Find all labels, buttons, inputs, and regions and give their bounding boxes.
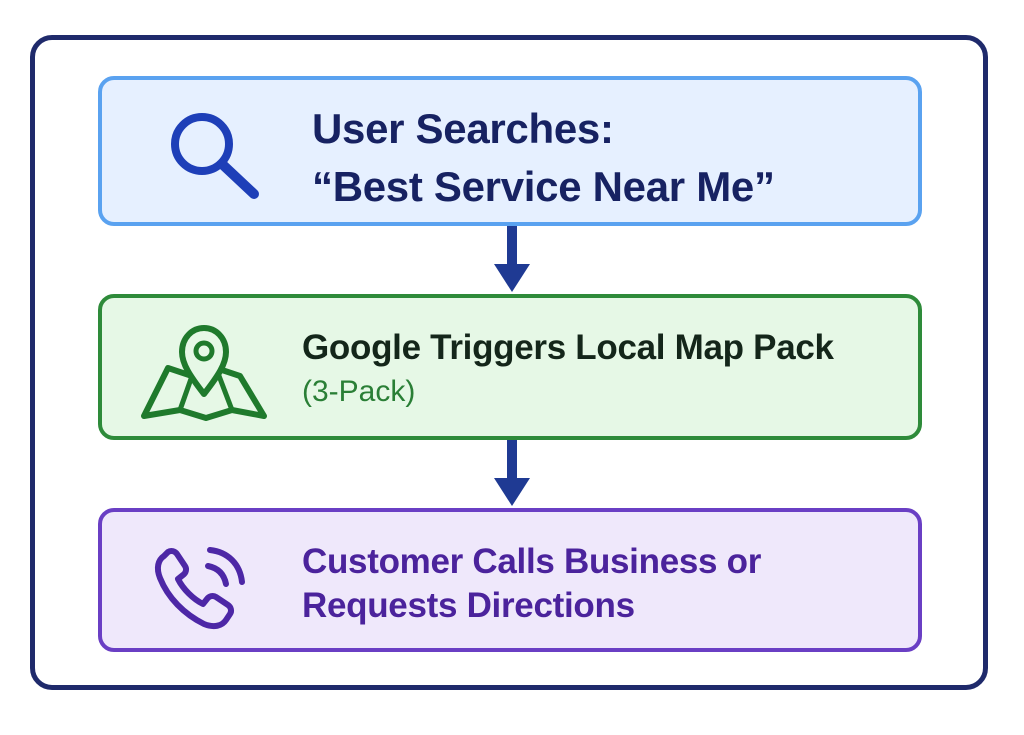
step-1-line-1: User Searches: (312, 105, 614, 152)
step-2-line-1: Google Triggers Local Map Pack (302, 328, 834, 367)
step-3-line-2: Requests Directions (302, 586, 635, 625)
step-3-line-1: Customer Calls Business or (302, 542, 762, 581)
arrow-down-icon (494, 226, 530, 292)
arrow-down-icon (494, 440, 530, 506)
step-map-pack: Google Triggers Local Map Pack (3-Pack) (98, 294, 922, 440)
step-1-line-2: “Best Service Near Me” (312, 163, 775, 210)
step-3-text: Customer Calls Business or Requests Dire… (302, 540, 761, 628)
step-2-text: Google Triggers Local Map Pack (3-Pack) (302, 326, 834, 414)
step-1-text: User Searches: “Best Service Near Me” (312, 100, 775, 216)
phone-ringing-icon (154, 547, 245, 630)
map-pin-icon (141, 325, 267, 421)
step-2-line-2: (3-Pack) (302, 375, 416, 408)
search-icon (171, 113, 259, 199)
step-customer-calls: Customer Calls Business or Requests Dire… (98, 508, 922, 652)
step-user-searches: User Searches: “Best Service Near Me” (98, 76, 922, 226)
